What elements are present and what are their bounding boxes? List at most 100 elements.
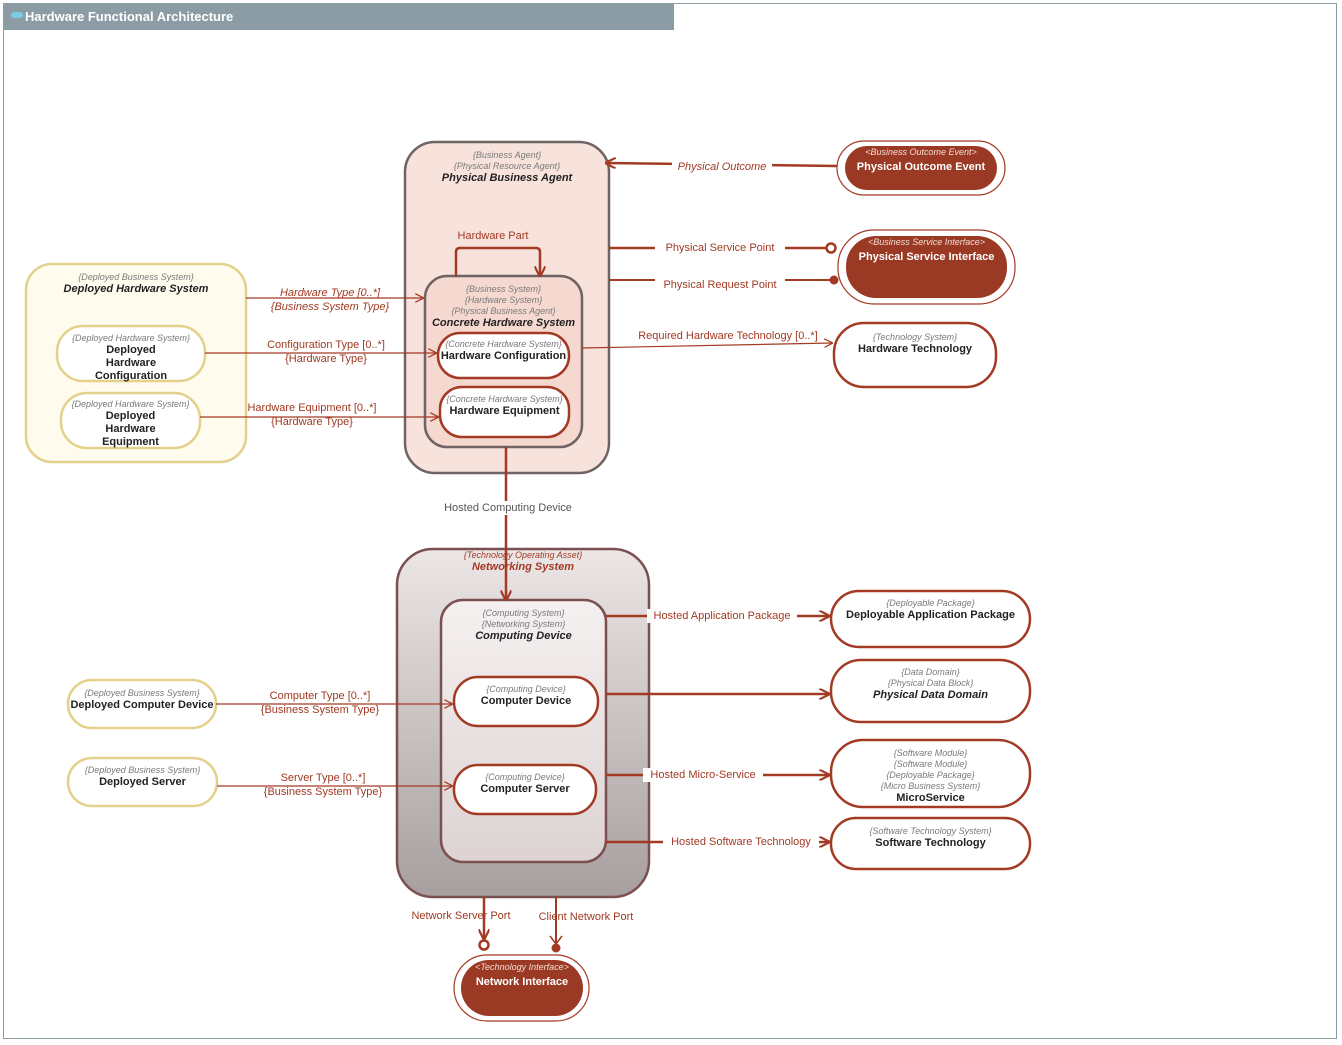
hardware-technology-box[interactable] <box>832 321 998 389</box>
physical-outcome-label: Physical Outcome <box>672 160 772 174</box>
server-type-constraint: {Business System Type} <box>263 786 383 798</box>
hardware-type-constraint: {Business System Type} <box>270 301 390 313</box>
node-name: Hardware Configuration <box>440 350 567 362</box>
node-name: MicroService <box>896 792 965 804</box>
stereotype: {Concrete Hardware System} <box>446 394 563 404</box>
node-name: Physical Service Interface <box>858 251 995 263</box>
stereotype: {Physical Business Agent} <box>451 306 556 316</box>
software-technology-box[interactable] <box>829 816 1032 871</box>
configuration-type-constraint: {Hardware Type} <box>285 353 367 365</box>
microservice-box[interactable] <box>829 738 1032 809</box>
node-name: Concrete Hardware System <box>431 317 576 329</box>
service-point-ball-icon <box>825 242 837 254</box>
stereotype: {Software Module} <box>893 759 968 769</box>
stereotype: {Physical Resource Agent} <box>453 161 561 171</box>
physical-service-point-label: Physical Service Point <box>655 241 785 255</box>
node-name: Physical Business Agent <box>441 172 573 184</box>
stereotype: {Deployed Hardware System} <box>71 399 190 409</box>
stereotype: {Deployable Package} <box>886 598 975 608</box>
hardware-equipment-box[interactable] <box>438 385 571 439</box>
hardware-type-label: Hardware Type [0..*] {Business System Ty… <box>262 286 398 314</box>
client-network-port-label: Client Network Port <box>538 911 634 923</box>
node-name: Software Technology <box>875 837 986 849</box>
concrete-hardware-system-label: {Business System} {Hardware System} {Phy… <box>425 284 582 330</box>
hardware-equipment-label: {Concrete Hardware System} Hardware Equi… <box>440 394 569 418</box>
diagram-title-bar: Hardware Functional Architecture <box>3 3 674 30</box>
node-name: Deployed Hardware Equipment <box>102 410 159 448</box>
hosted-micro-service-label: Hosted Micro-Service <box>643 768 763 782</box>
hardware-part-connector[interactable] <box>454 246 540 276</box>
diagram-icon <box>11 12 23 18</box>
stereotype: {Data Domain} <box>901 667 960 677</box>
stereotype: {Computing System} <box>482 608 565 618</box>
deployed-hardware-equipment-label: {Deployed Hardware System} Deployed Hard… <box>61 399 200 449</box>
computer-type-label: Computer Type [0..*] {Business System Ty… <box>252 689 388 717</box>
stereotype: {Deployed Hardware System} <box>71 333 191 343</box>
software-technology-label: {Software Technology System} Software Te… <box>831 826 1030 850</box>
node-name: Deployed Hardware Configuration <box>94 344 168 382</box>
stereotype: {Deployed Business System} <box>84 765 201 775</box>
deployed-hardware-system-label: {Deployed Business System} Deployed Hard… <box>26 272 246 296</box>
node-name: Deployed Server <box>99 776 186 788</box>
stereotype: {Hardware System} <box>464 295 543 305</box>
configuration-type-multiplicity: Configuration Type [0..*] <box>267 339 385 351</box>
node-name: Computer Device <box>480 695 572 707</box>
deployable-application-package-box[interactable] <box>829 589 1032 649</box>
physical-outcome-event-box[interactable] <box>845 146 997 190</box>
microservice-label: {Software Module} {Software Module} {Dep… <box>831 748 1030 805</box>
deployed-server-label: {Deployed Business System} Deployed Serv… <box>68 765 217 789</box>
server-type-multiplicity: Server Type [0..*] <box>280 772 366 784</box>
stereotype: {Technology System} <box>872 332 958 342</box>
network-interface-box[interactable] <box>461 960 583 1016</box>
computer-type-multiplicity: Computer Type [0..*] <box>269 690 371 702</box>
stereotype: {Networking System} <box>481 619 566 629</box>
hardware-equipment-constraint: {Hardware Type} <box>271 416 353 428</box>
node-name: Computing Device <box>475 630 572 642</box>
stereotype: {Business Agent} <box>472 150 542 160</box>
node-name: Physical Data Domain <box>873 689 988 701</box>
node-name: Physical Outcome Event <box>856 161 986 173</box>
hosted-software-technology-label: Hosted Software Technology <box>663 835 819 849</box>
stereotype: <Technology Interface> <box>475 962 569 972</box>
computer-type-constraint: {Business System Type} <box>260 704 380 716</box>
client-network-port-dot-icon <box>551 943 561 953</box>
physical-outcome-event-label: <Business Outcome Event> Physical Outcom… <box>845 147 997 174</box>
server-type-label: Server Type [0..*] {Business System Type… <box>255 771 391 799</box>
stereotype: {Concrete Hardware System} <box>445 339 562 349</box>
stereotype: {Business System} <box>465 284 542 294</box>
deployed-computer-device-label: {Deployed Business System} Deployed Comp… <box>68 688 216 712</box>
physical-business-agent-label: {Business Agent} {Physical Resource Agen… <box>405 150 609 185</box>
physical-service-interface-label: <Business Service Interface> Physical Se… <box>846 237 1007 264</box>
computing-device-label: {Computing System} {Networking System} C… <box>441 608 606 643</box>
hosted-application-package-label: Hosted Application Package <box>647 609 797 623</box>
diagram-frame <box>3 3 1337 1039</box>
configuration-type-label: Configuration Type [0..*] {Hardware Type… <box>258 338 394 366</box>
stereotype: {Physical Data Block} <box>887 678 974 688</box>
hardware-equipment-multiplicity: Hardware Equipment [0..*] <box>247 402 377 414</box>
networking-system-label: {Technology Operating Asset} Networking … <box>397 550 649 574</box>
hardware-part-label: Hardware Part <box>457 230 529 242</box>
node-name: Deployed Computer Device <box>70 699 214 711</box>
stereotype: {Technology Operating Asset} <box>463 550 583 560</box>
network-interface-label: <Technology Interface> Network Interface <box>461 962 583 989</box>
hardware-configuration-box[interactable] <box>436 331 571 380</box>
stereotype: {Micro Business System} <box>880 781 981 791</box>
stereotype: {Deployed Business System} <box>78 272 194 282</box>
deployed-hardware-configuration-label: {Deployed Hardware System} Deployed Hard… <box>57 333 205 383</box>
network-server-port-ball-icon <box>478 939 490 951</box>
required-hardware-technology-connector[interactable] <box>581 343 832 349</box>
physical-request-point-label: Physical Request Point <box>655 278 785 292</box>
physical-data-domain-box[interactable] <box>829 658 1032 724</box>
hardware-technology-label: {Technology System} Hardware Technology <box>834 332 996 356</box>
stereotype: {Software Module} <box>893 748 968 758</box>
deployed-server-box[interactable] <box>66 756 219 808</box>
hardware-equipment-assoc-label: Hardware Equipment [0..*] {Hardware Type… <box>244 401 380 429</box>
computer-device-box[interactable] <box>452 675 600 728</box>
deployed-hardware-equipment-box[interactable] <box>59 391 202 450</box>
physical-service-interface-box[interactable] <box>846 236 1007 298</box>
node-name: Deployable Application Package <box>846 609 1015 621</box>
stereotype: {Software Technology System} <box>869 826 992 836</box>
hosted-computing-device-label: Hosted Computing Device <box>438 501 578 515</box>
diagram-title: Hardware Functional Architecture <box>25 9 234 24</box>
computer-server-box[interactable] <box>452 763 598 816</box>
